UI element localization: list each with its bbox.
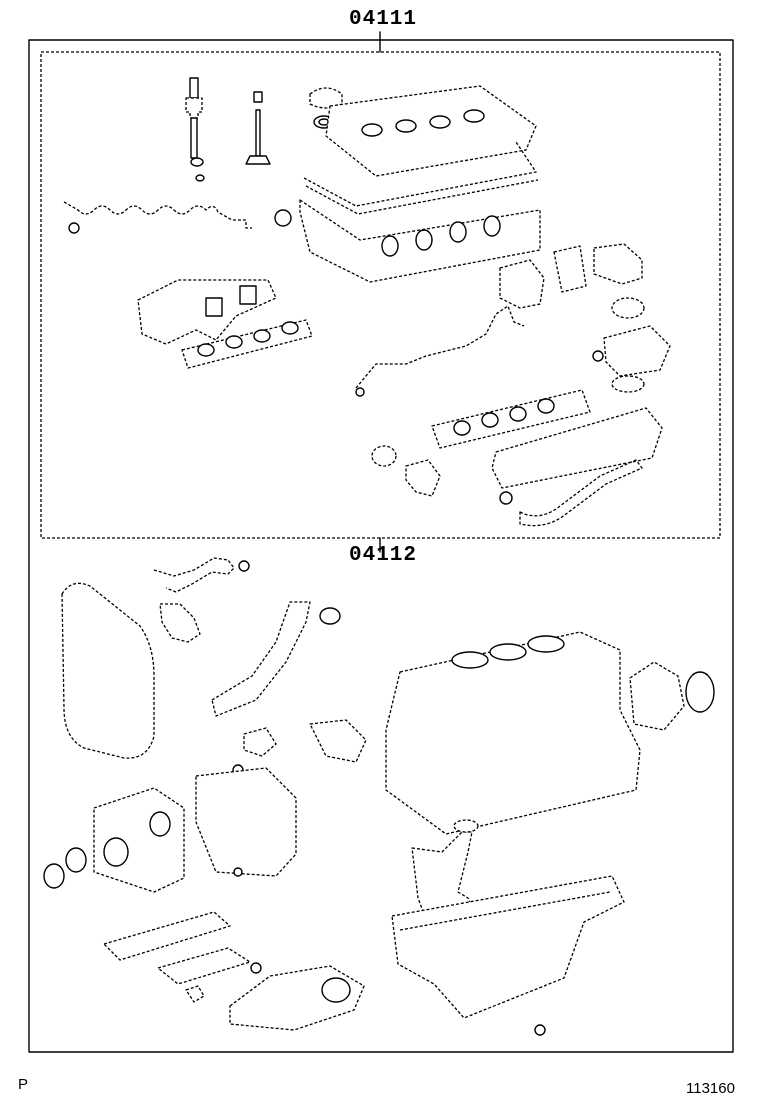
oil-pan-part bbox=[391, 875, 625, 1019]
exhaust-gasket-part bbox=[181, 319, 313, 369]
timing-case-part bbox=[195, 767, 297, 877]
kit-upper-label: 04111 bbox=[349, 8, 418, 31]
gasket-part bbox=[185, 985, 205, 1003]
exhaust-manifold-part bbox=[137, 279, 277, 345]
washer-part bbox=[274, 209, 292, 227]
illustration-number: 113160 bbox=[686, 1080, 735, 1097]
elbow-part bbox=[405, 459, 441, 497]
fuel-pipe-part bbox=[355, 305, 525, 389]
corner-left-mark: P bbox=[18, 1076, 29, 1093]
washer-part bbox=[592, 350, 604, 362]
egr-pipe-part bbox=[519, 459, 643, 527]
outer-frame bbox=[28, 39, 734, 1053]
gasket-part bbox=[243, 727, 277, 757]
cylinder-head-part bbox=[299, 199, 541, 283]
oil-pipe-part bbox=[153, 557, 235, 593]
bore-detail bbox=[149, 811, 171, 837]
harness-part bbox=[63, 201, 252, 229]
washer-part bbox=[233, 867, 243, 877]
bore-detail bbox=[103, 837, 129, 867]
valve-part bbox=[245, 91, 271, 165]
water-pump-gasket-part bbox=[309, 719, 367, 763]
rear-oil-seal-part bbox=[685, 671, 715, 713]
front-oil-seal-part bbox=[43, 863, 65, 889]
filler-cap-part bbox=[309, 87, 343, 129]
thermostat-housing-part bbox=[499, 259, 545, 309]
water-outlet-part bbox=[593, 243, 643, 285]
gear-case-part bbox=[93, 787, 185, 893]
egr-valve-part bbox=[603, 325, 671, 377]
washer-part bbox=[250, 962, 262, 974]
bracket-part bbox=[159, 603, 201, 643]
water-outlet-gasket-part bbox=[553, 245, 587, 293]
drain-plug-part bbox=[534, 1024, 546, 1036]
gasket-part bbox=[371, 445, 397, 467]
water-pipe-part bbox=[211, 601, 311, 717]
washer-part bbox=[68, 222, 80, 234]
pump-rotor-detail bbox=[321, 977, 351, 1003]
oil-cooler-part bbox=[157, 947, 251, 985]
injector-part bbox=[185, 77, 205, 182]
upper-kit-frame bbox=[40, 51, 721, 539]
kit-lower-label: 04112 bbox=[349, 544, 418, 567]
seal-ring-part bbox=[319, 607, 341, 625]
front-oil-seal-part bbox=[65, 847, 87, 873]
gasket-part bbox=[611, 297, 645, 319]
intake-gasket-part bbox=[431, 389, 591, 449]
intake-manifold-part bbox=[491, 407, 663, 489]
cylinder-block-part bbox=[385, 631, 641, 835]
washer-part bbox=[355, 387, 365, 397]
washer-part bbox=[238, 560, 250, 572]
head-cover-part bbox=[325, 85, 537, 177]
gasket-part bbox=[611, 375, 645, 393]
seal-retainer-part bbox=[629, 661, 685, 731]
head-cover-gasket-part bbox=[303, 141, 539, 215]
timing-cover-part bbox=[61, 582, 155, 759]
gasket-part bbox=[453, 819, 479, 833]
cooler-gasket-part bbox=[103, 911, 231, 961]
washer-part bbox=[499, 491, 513, 505]
